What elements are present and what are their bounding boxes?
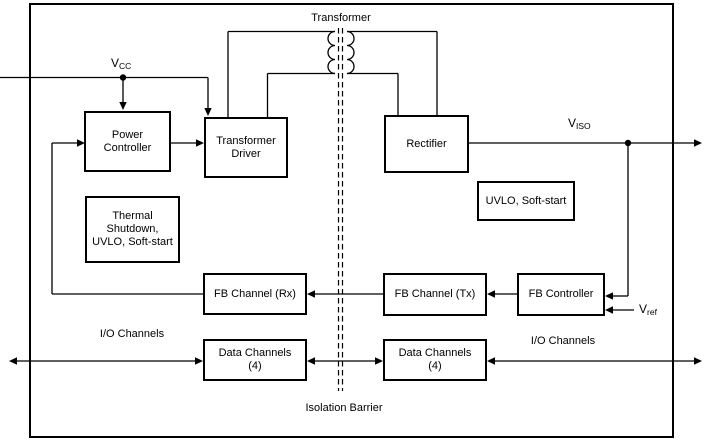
viso-label: VISO <box>568 116 591 131</box>
arrow-io-right-into-data <box>487 357 495 365</box>
block-label: (4) <box>428 360 442 372</box>
vcc-subscript: CC <box>119 60 132 71</box>
arrow-io-left-into-data <box>195 357 203 365</box>
device-boundary <box>29 3 674 438</box>
arrow-into-fb-controller-vref <box>605 306 613 314</box>
feedback-wire <box>51 142 203 295</box>
rectifier-block: Rectifier <box>384 115 469 173</box>
transformer-driver-block: Transformer Driver <box>204 117 288 178</box>
block-label: UVLO, Soft-start <box>485 194 567 207</box>
block-label: UVLO, Soft-start <box>92 236 173 248</box>
power-controller-block: Power Controller <box>84 111 171 172</box>
arrow-io-right-out <box>694 357 702 365</box>
block-label: Rectifier <box>406 137 447 150</box>
isolation-barrier-line <box>337 28 344 391</box>
vcc-wire <box>0 76 209 109</box>
block-label: Driver <box>231 147 261 160</box>
arrow-into-fb-tx <box>487 290 495 298</box>
transformer-coil-right <box>346 30 355 75</box>
arrow-into-driver-top <box>204 108 212 116</box>
fb-channel-tx-block: FB Channel (Tx) <box>383 273 487 316</box>
arrow-into-fb-controller-viso <box>605 292 613 300</box>
transformer-label: Transformer <box>311 12 371 24</box>
block-label: Power <box>111 128 144 141</box>
data-channels-left-block: Data Channels (4) <box>203 339 307 381</box>
vcc-label: VCC <box>111 56 132 71</box>
transformer-primary-wires <box>227 30 335 117</box>
block-label: FB Channel (Rx) <box>214 287 296 300</box>
arrow-into-power-controller-left <box>77 139 85 147</box>
uvlo-soft-start-block: UVLO, Soft-start <box>477 181 575 221</box>
vref-label: Vref <box>639 302 657 317</box>
arrow-viso-out-right <box>694 139 702 147</box>
block-label: FB Controller <box>528 288 594 300</box>
vref-base: V <box>639 302 648 316</box>
arrow-data-mid-into-left-box <box>307 357 315 365</box>
viso-base: V <box>568 116 577 130</box>
thermal-shutdown-block: Thermal Shutdown, UVLO, Soft-start <box>85 196 180 263</box>
data-channels-right-block: Data Channels (4) <box>383 339 487 381</box>
arrow-data-mid-into-right-box <box>375 357 383 365</box>
block-label: FB Channel (Tx) <box>394 288 476 300</box>
arrow-into-driver-left <box>196 139 204 147</box>
block-label: Transformer <box>216 134 276 147</box>
transformer-coil-left <box>327 30 336 75</box>
vcc-junction-dot <box>119 74 127 81</box>
viso-subscript: ISO <box>576 120 591 131</box>
viso-junction-dot <box>624 139 632 147</box>
vcc-base: V <box>111 56 120 70</box>
arrow-into-fb-rx <box>307 290 315 298</box>
block-label: Data Channels <box>398 347 472 359</box>
io-channels-left-label: I/O Channels <box>99 328 165 340</box>
block-label: Thermal <box>112 210 153 222</box>
fb-controller-block: FB Controller <box>517 273 605 316</box>
viso-wire <box>469 142 694 297</box>
arrow-io-left-out <box>9 357 17 365</box>
io-channels-right-label: I/O Channels <box>530 335 596 347</box>
arrow-into-power-controller-top <box>119 102 127 110</box>
fb-channel-rx-block: FB Channel (Rx) <box>203 273 307 315</box>
block-label: Shutdown, <box>106 223 159 235</box>
block-label: (4) <box>248 360 262 372</box>
transformer-secondary-wires <box>347 30 438 115</box>
block-label: Controller <box>103 141 152 154</box>
vref-subscript: ref <box>647 306 657 317</box>
block-label: Data Channels <box>218 347 292 359</box>
isolation-barrier-label: Isolation Barrier <box>305 402 383 414</box>
